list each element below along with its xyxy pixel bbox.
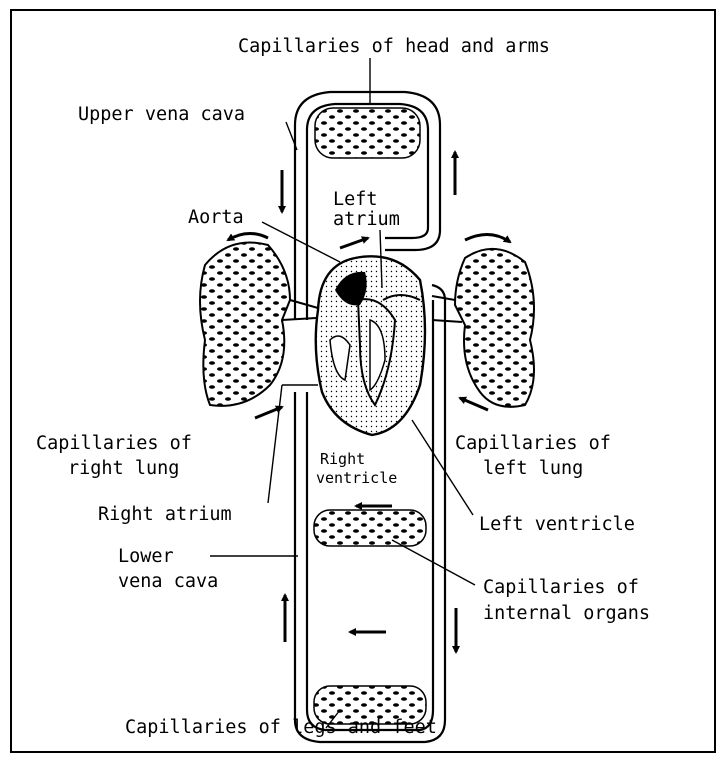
label-cap-internal-line2: internal organs <box>483 603 650 624</box>
label-left-ventricle: Left ventricle <box>479 514 635 535</box>
label-cap-left-lung-line1: Capillaries of <box>455 433 611 454</box>
internal-organs-capillary-bed <box>314 510 426 546</box>
label-cap-legs-feet: Capillaries of legs and feet <box>125 717 437 738</box>
label-cap-right-lung-line2: right lung <box>68 458 179 479</box>
label-aorta: Aorta <box>188 207 244 228</box>
label-left-atrium-line2: atrium <box>333 209 400 230</box>
label-right-ventricle-line2: ventricle <box>316 469 397 487</box>
head-arms-capillary-bed <box>315 108 420 158</box>
heart <box>316 256 425 435</box>
label-cap-head-arms: Capillaries of head and arms <box>238 36 550 57</box>
label-right-atrium: Right atrium <box>98 504 232 525</box>
label-cap-internal-line1: Capillaries of <box>483 577 639 598</box>
left-lung <box>432 249 534 407</box>
label-left-atrium-line1: Left <box>333 189 378 210</box>
label-upper-vena-cava: Upper vena cava <box>78 104 245 125</box>
right-lung <box>200 243 318 406</box>
label-cap-right-lung-line1: Capillaries of <box>36 433 192 454</box>
label-right-ventricle-line1: Right <box>320 450 365 468</box>
label-lower-vena-cava-line1: Lower <box>118 546 174 567</box>
label-cap-left-lung-line2: left lung <box>483 458 583 479</box>
label-lower-vena-cava-line2: vena cava <box>118 571 218 592</box>
